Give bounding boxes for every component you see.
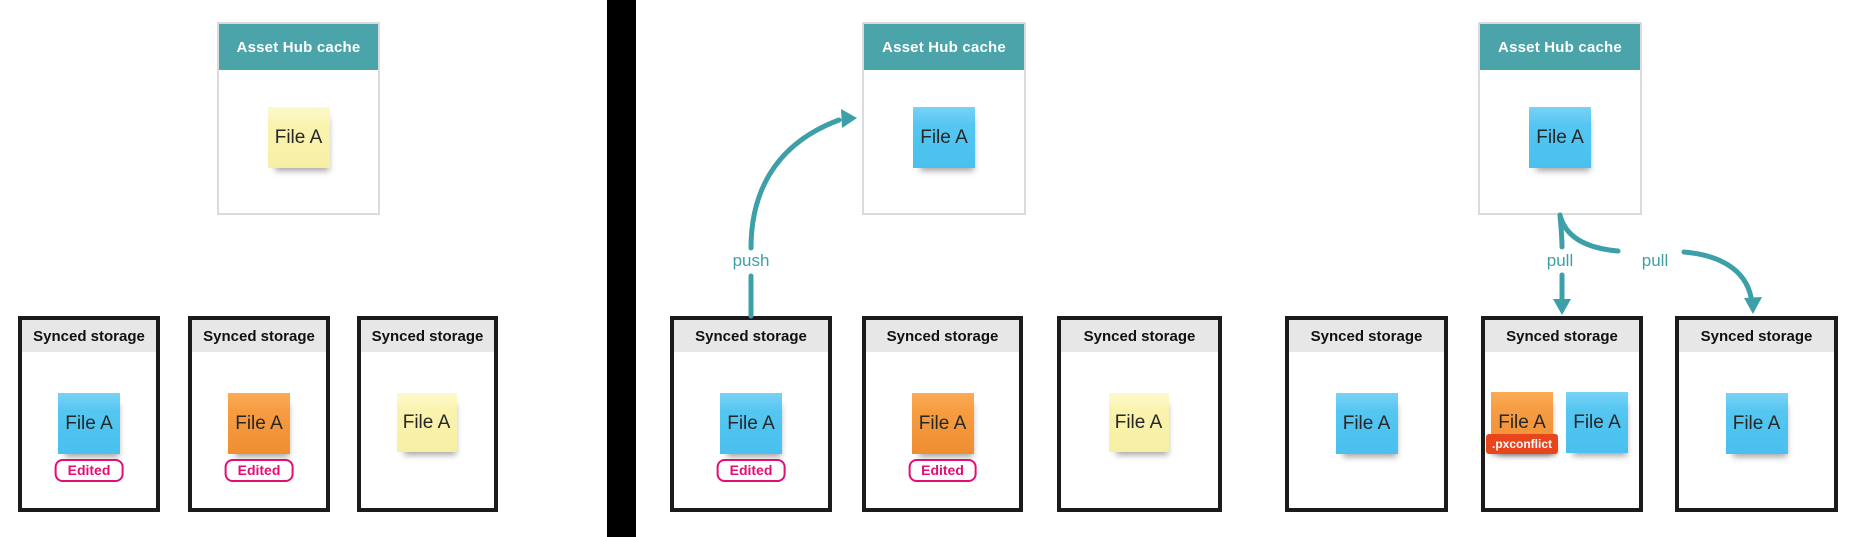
sticky-note-label: File A [1732,412,1781,434]
push-arrowhead-icon [841,109,857,128]
edited-badge: Edited [716,459,786,482]
synced-storage-box: Synced storage File A Edited [670,316,832,512]
pull-left-arrowhead-icon [1553,299,1571,315]
sticky-note-file: File A [267,107,330,168]
edited-badge: Edited [908,459,977,482]
cache-header: Asset Hub cache [864,24,1024,70]
synced-storage-box: Synced storage File A Edited [188,316,330,512]
sticky-note-file: File A [1529,107,1591,168]
synced-storage-box: Synced storage File A Edited [18,316,160,512]
sticky-note-label: File A [235,412,283,434]
storage-title: Synced storage [886,327,999,345]
cache-header: Asset Hub cache [219,24,378,70]
cache-header: Asset Hub cache [1480,24,1640,70]
synced-storage-box: Synced storage File A [357,316,498,512]
sticky-note-file: File A [913,107,975,168]
push-arrow-curve [748,117,842,251]
panel-divider [607,0,636,537]
sticky-note-label: File A [918,412,967,434]
pull-left-label: pull [1547,251,1573,270]
sticky-note-label: File A [1114,411,1163,433]
pull-left-arrow-line-top [1557,212,1565,250]
pull-right-arrow-curve-top [1557,212,1621,254]
pull-right-label: pull [1642,251,1668,270]
storage-title: Synced storage [1700,327,1813,345]
sticky-note-file: File A [228,393,290,454]
storage-header: Synced storage [674,320,828,352]
storage-title: Synced storage [371,327,484,345]
sticky-note-label: File A [402,411,451,433]
sticky-note-label: File A [274,126,323,148]
push-label: push [733,251,770,270]
storage-title: Synced storage [33,327,145,345]
sticky-note-label: File A [1536,126,1584,148]
cache-title: Asset Hub cache [1498,38,1622,56]
synced-storage-box: Synced storage File A [1675,316,1838,512]
edited-badge: Edited [54,459,124,482]
pull-right-arrow-curve-bottom [1681,249,1754,300]
synced-storage-box: Synced storage File A Edited [862,316,1023,512]
sticky-note-file: File A [1566,392,1628,453]
asset-hub-cache-box: Asset Hub cache File A [862,22,1026,215]
sticky-note-label: File A [65,412,113,434]
storage-header: Synced storage [1061,320,1218,352]
asset-hub-cache-box: Asset Hub cache File A [217,22,380,215]
sticky-note-file: File A [58,393,120,454]
storage-header: Synced storage [22,320,156,352]
sticky-note-file: File A [396,393,457,452]
storage-header: Synced storage [192,320,326,352]
sticky-note-label: File A [727,412,775,434]
cache-title: Asset Hub cache [236,38,361,56]
asset-hub-cache-box: Asset Hub cache File A [1478,22,1642,215]
synced-storage-box: Synced storage File A [1057,316,1222,512]
sticky-note-label: File A [1498,411,1546,433]
storage-header: Synced storage [1289,320,1444,352]
storage-title: Synced storage [203,327,315,345]
sticky-note-label: File A [920,126,968,148]
storage-header: Synced storage [866,320,1019,352]
storage-title: Synced storage [695,327,807,345]
sticky-note-file: File A [1725,393,1788,454]
sticky-note-file: File A [911,393,974,454]
storage-title: Synced storage [1506,327,1618,345]
storage-header: Synced storage [361,320,494,352]
synced-storage-box: Synced storage File A [1285,316,1448,512]
storage-title: Synced storage [1083,327,1196,345]
storage-title: Synced storage [1310,327,1423,345]
sticky-note-label: File A [1342,412,1391,434]
sticky-note-file: File A [1108,393,1169,452]
sticky-note-file: File A [1335,393,1398,454]
sticky-note-file: File A [720,393,782,454]
storage-header: Synced storage [1679,320,1834,352]
pxconflict-badge: .pxconflict [1486,434,1559,454]
sticky-note-label: File A [1573,411,1621,433]
storage-header: Synced storage [1485,320,1639,352]
cache-title: Asset Hub cache [882,38,1006,56]
synced-storage-box: Synced storage File A .pxconflict File A [1481,316,1643,512]
edited-badge: Edited [224,459,294,482]
pull-right-arrowhead-icon [1744,297,1762,314]
